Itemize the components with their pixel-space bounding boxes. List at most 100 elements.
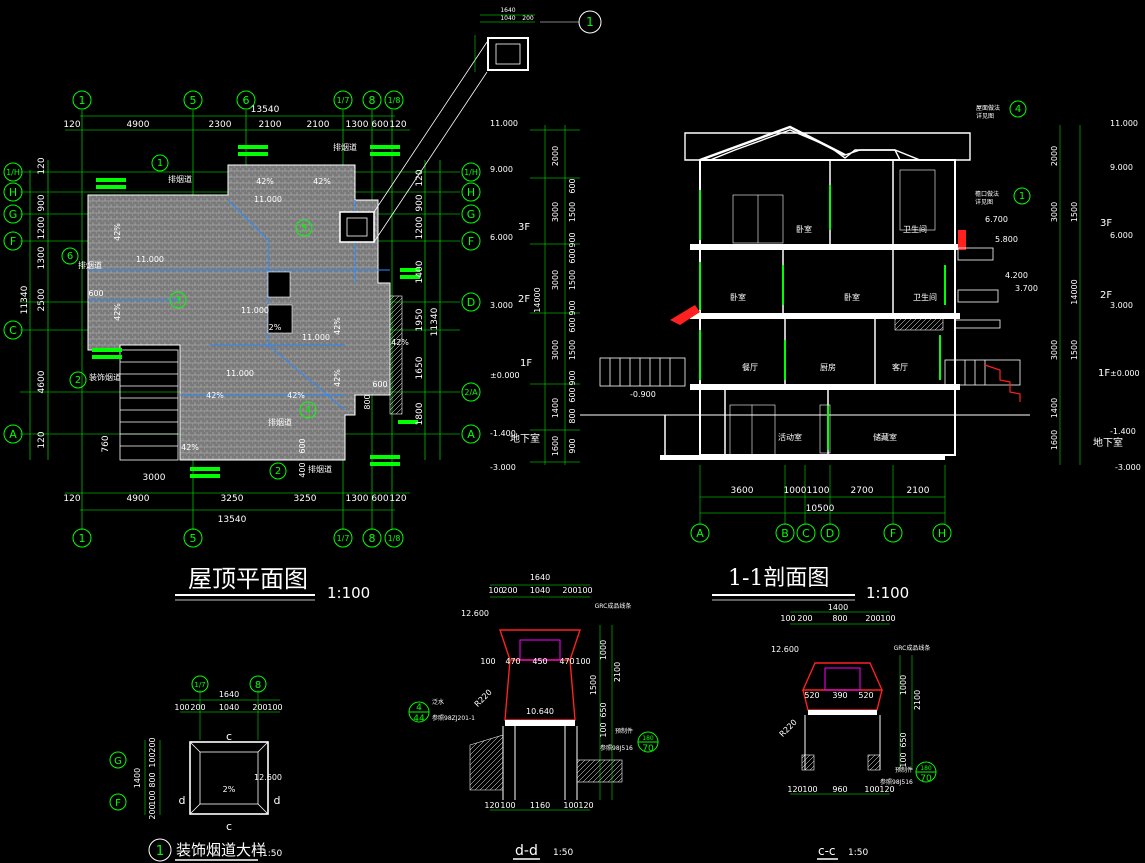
svg-text:3000: 3000 [551,202,560,222]
dd-title: d-d [515,843,538,859]
svg-text:600: 600 [371,120,388,130]
svg-text:参照98J516: 参照98J516 [880,778,913,786]
svg-text:1: 1 [1019,191,1025,202]
svg-text:泛水: 泛水 [432,698,444,706]
svg-text:100: 100 [148,790,157,805]
svg-text:800: 800 [568,408,577,423]
svg-text:2100: 2100 [613,662,622,682]
svg-text:参照98ZJ201-1: 参照98ZJ201-1 [432,714,475,722]
svg-text:H: H [938,527,946,540]
svg-text:600: 600 [568,178,577,193]
svg-text:100: 100 [577,586,592,595]
svg-text:10.640: 10.640 [526,707,554,716]
svg-text:900: 900 [37,194,47,211]
section-axes: A B C D F H [690,523,952,543]
svg-text:活动室: 活动室 [778,432,802,442]
svg-text:4: 4 [416,703,422,713]
svg-text:650: 650 [899,732,908,747]
svg-text:C: C [802,527,810,540]
svg-text:1/7: 1/7 [194,681,205,689]
svg-text:120: 120 [389,120,406,130]
svg-text:200: 200 [502,586,517,595]
svg-text:200: 200 [865,614,880,623]
svg-text:1300: 1300 [37,246,47,269]
svg-text:2/A: 2/A [464,388,478,397]
section-room-labels: 卧室 卫生间 卧室 卧室 卫生间 餐厅 厨房 客厅 活动室 储藏室 [730,224,937,442]
svg-text:4900: 4900 [127,494,150,504]
svg-text:G: G [114,756,122,767]
svg-text:10500: 10500 [806,504,835,514]
svg-text:-3.000: -3.000 [1115,463,1141,472]
svg-text:650: 650 [599,702,608,717]
svg-text:-0.900: -0.900 [630,390,656,399]
svg-text:120: 120 [415,169,425,186]
svg-text:100: 100 [599,722,608,737]
chimney-plan-detail: 1/7 8 G F 1640 100 200 1040 200 100 200 … [109,675,283,862]
svg-text:6: 6 [67,251,73,262]
svg-text:120: 120 [63,494,80,504]
svg-text:960: 960 [832,785,847,794]
svg-text:42%: 42% [181,443,199,452]
svg-text:13540: 13540 [251,105,280,115]
svg-text:1040: 1040 [219,703,239,712]
svg-text:120: 120 [389,494,406,504]
svg-text:2: 2 [75,375,81,386]
svg-text:1040: 1040 [500,15,515,22]
svg-text:3250: 3250 [294,494,317,504]
svg-text:3.700: 3.700 [1015,284,1038,293]
svg-text:1650: 1650 [415,356,425,379]
svg-text:-1.400: -1.400 [490,429,516,438]
svg-text:9.000: 9.000 [490,165,513,174]
svg-text:600: 600 [371,494,388,504]
svg-text:5: 5 [301,223,307,234]
svg-text:d: d [274,794,281,807]
svg-text:3000: 3000 [143,473,166,483]
svg-text:1400: 1400 [133,768,142,788]
svg-text:B: B [781,527,789,540]
svg-text:檐口做法: 檐口做法 [975,190,999,198]
cc-section-detail: 1400 100 200 800 200 100 520 390 520 120… [771,603,937,860]
svg-text:11.000: 11.000 [1110,119,1138,128]
svg-text:9.000: 9.000 [1110,163,1133,172]
svg-text:120: 120 [37,431,47,448]
svg-text:排烟道: 排烟道 [78,260,102,270]
svg-text:1800: 1800 [415,402,425,425]
svg-text:42%: 42% [287,391,305,400]
svg-text:1000: 1000 [599,640,608,660]
svg-text:排烟道: 排烟道 [268,417,292,427]
svg-text:400: 400 [298,462,307,477]
axis-label: 5 [190,94,197,107]
svg-text:1640: 1640 [219,690,239,699]
roof-ridge-lines [88,199,390,411]
svg-text:42%: 42% [113,223,122,241]
svg-text:储藏室: 储藏室 [873,432,897,442]
svg-text:2F: 2F [1100,290,1112,301]
svg-text:卫生间: 卫生间 [903,224,927,234]
svg-text:1500: 1500 [568,270,577,290]
svg-text:3000: 3000 [1050,340,1059,360]
svg-text:D: D [467,296,475,309]
svg-text:120: 120 [578,801,593,810]
svg-text:42%: 42% [333,369,342,387]
svg-text:11.000: 11.000 [254,195,282,204]
svg-text:390: 390 [832,691,847,700]
svg-text:卧室: 卧室 [730,292,746,302]
chimney-plan-title: 装饰烟道大样 [176,841,266,859]
svg-text:A: A [696,527,704,540]
svg-text:200: 200 [148,804,157,819]
svg-text:1950: 1950 [415,308,425,331]
svg-text:11.000: 11.000 [490,119,518,128]
svg-text:6.000: 6.000 [490,233,513,242]
section-1-1: 卧室 卫生间 卧室 卧室 卫生间 餐厅 厨房 客厅 活动室 储藏室 11.000… [490,100,1141,602]
roof-plan-top-axes: 1 5 6 1/7 8 1/8 [72,90,404,110]
axis-label: 1/8 [388,96,401,105]
section-left-levels: 11.000 9.000 6.000 3.000 ±0.000 -1.400 -… [490,119,520,472]
svg-text:800: 800 [363,394,372,409]
svg-text:11.000: 11.000 [302,333,330,342]
svg-text:1: 1 [157,158,163,169]
svg-text:4600: 4600 [37,370,47,393]
svg-text:地下室: 地下室 [510,432,540,445]
svg-text:2: 2 [275,466,281,477]
svg-text:-3.000: -3.000 [490,463,516,472]
svg-text:1500: 1500 [1070,340,1079,360]
